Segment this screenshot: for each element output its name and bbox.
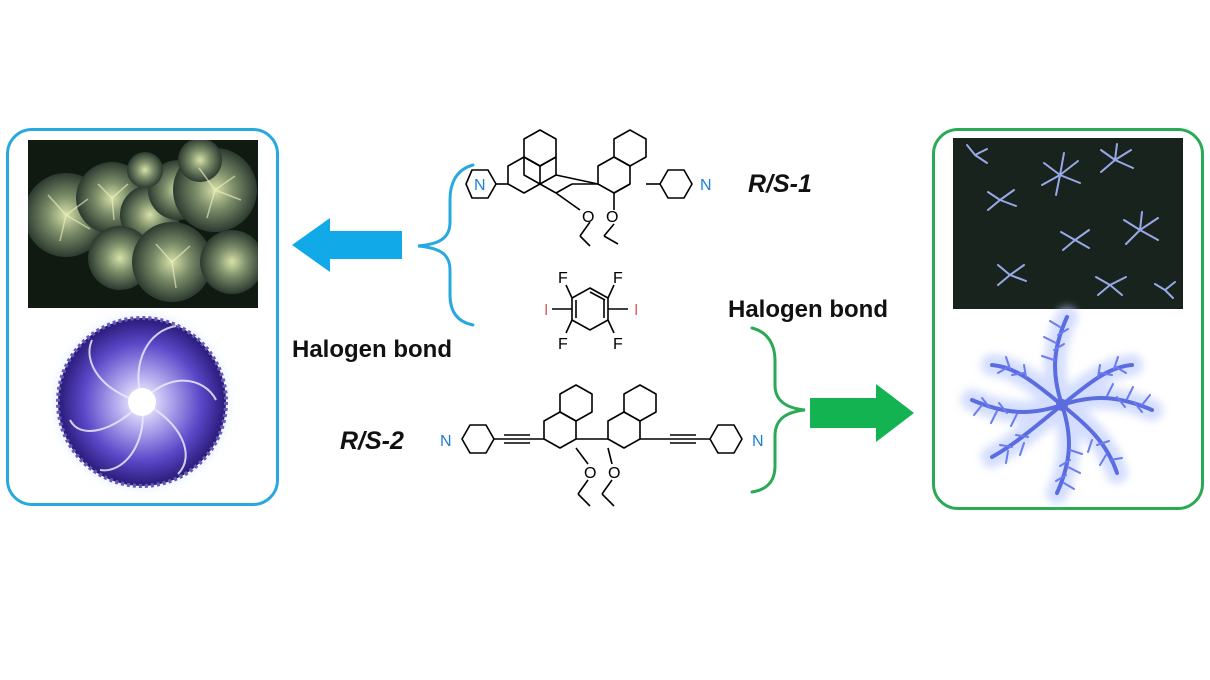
compound-label-2: R/S-2	[340, 427, 404, 455]
left-brace	[417, 163, 475, 327]
n-atom-1a: N	[474, 177, 486, 194]
o-atom-2a: O	[584, 465, 596, 482]
tfdib-atoms: F F F F I I	[544, 270, 638, 353]
left-panel	[6, 128, 279, 506]
n-atom-1b: N	[700, 177, 712, 194]
molecule-1	[465, 129, 693, 247]
i-atom-1: I	[544, 302, 548, 319]
right-arrow	[810, 384, 914, 442]
i-atom-2: I	[634, 302, 638, 319]
f-atom-1: F	[558, 270, 568, 287]
o-atom-2b: O	[608, 465, 620, 482]
right-micrograph	[953, 138, 1183, 309]
left-arrow	[292, 218, 402, 272]
o-atom-1b: O	[606, 209, 618, 226]
o-atom-1a: O	[582, 209, 594, 226]
tfdib	[552, 284, 628, 334]
n-atom-2a: N	[440, 433, 452, 450]
f-atom-3: F	[558, 336, 568, 353]
right-brace	[750, 326, 806, 494]
compound-label-1: R/S-1	[748, 170, 812, 198]
n-atom-2b: N	[752, 433, 764, 450]
molecule-2	[461, 384, 743, 507]
molecule-1-atoms: N N O O	[474, 177, 712, 226]
right-illustration	[961, 306, 1163, 504]
f-atom-2: F	[613, 270, 623, 287]
molecule-2-atoms: N N O O	[440, 433, 764, 482]
halogen-bond-label-right: Halogen bond	[728, 296, 888, 323]
left-micrograph	[28, 140, 258, 308]
left-illustration	[50, 310, 234, 494]
halogen-bond-label-left: Halogen bond	[292, 336, 452, 363]
right-panel	[932, 128, 1204, 510]
f-atom-4: F	[613, 336, 623, 353]
